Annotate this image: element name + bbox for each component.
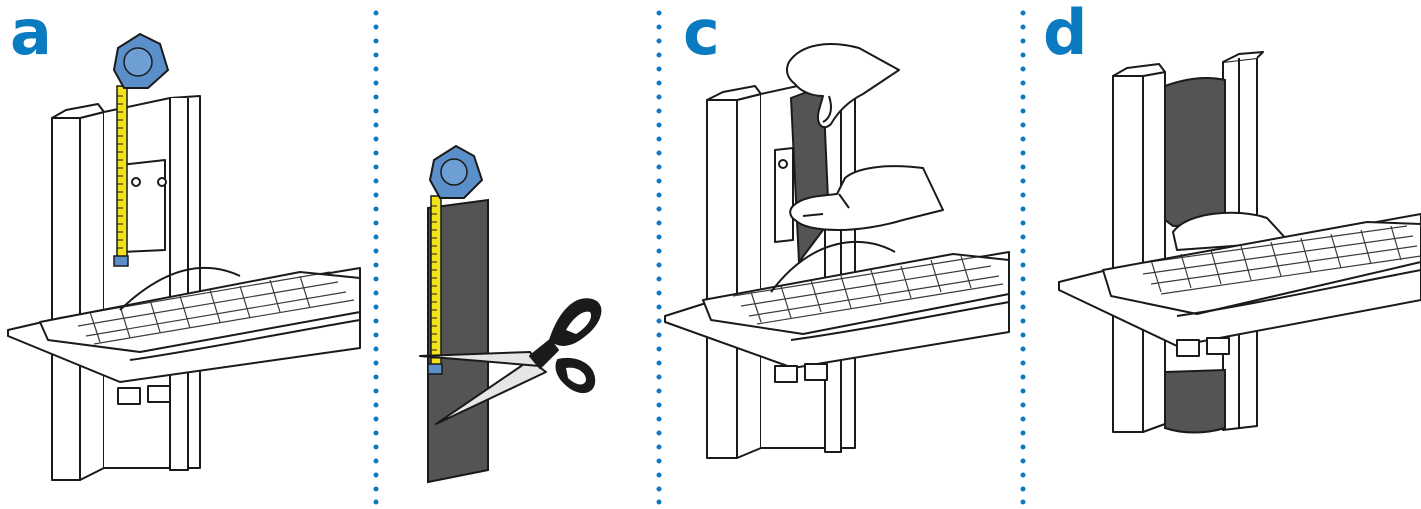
panel-divider	[373, 10, 379, 505]
step-b-illustration	[380, 0, 656, 509]
step-c-illustration	[663, 0, 1019, 509]
step-d-illustration	[1027, 0, 1421, 509]
pole-icon	[707, 100, 737, 458]
step-c-panel: c	[663, 0, 1019, 509]
panel-divider	[656, 10, 662, 505]
step-a-panel: a	[0, 0, 372, 509]
step-label-a: a	[10, 2, 52, 64]
panel-divider	[1020, 10, 1026, 505]
step-d-panel: d	[1027, 0, 1421, 509]
pole-icon	[1113, 76, 1143, 432]
shield-sheet	[1165, 370, 1225, 433]
step-b-panel	[380, 0, 656, 509]
pole-icon	[52, 118, 80, 480]
step-label-c: c	[683, 2, 720, 64]
shield-sheet	[1165, 78, 1225, 226]
step-label-d: d	[1043, 2, 1087, 64]
step-a-illustration	[0, 0, 372, 509]
